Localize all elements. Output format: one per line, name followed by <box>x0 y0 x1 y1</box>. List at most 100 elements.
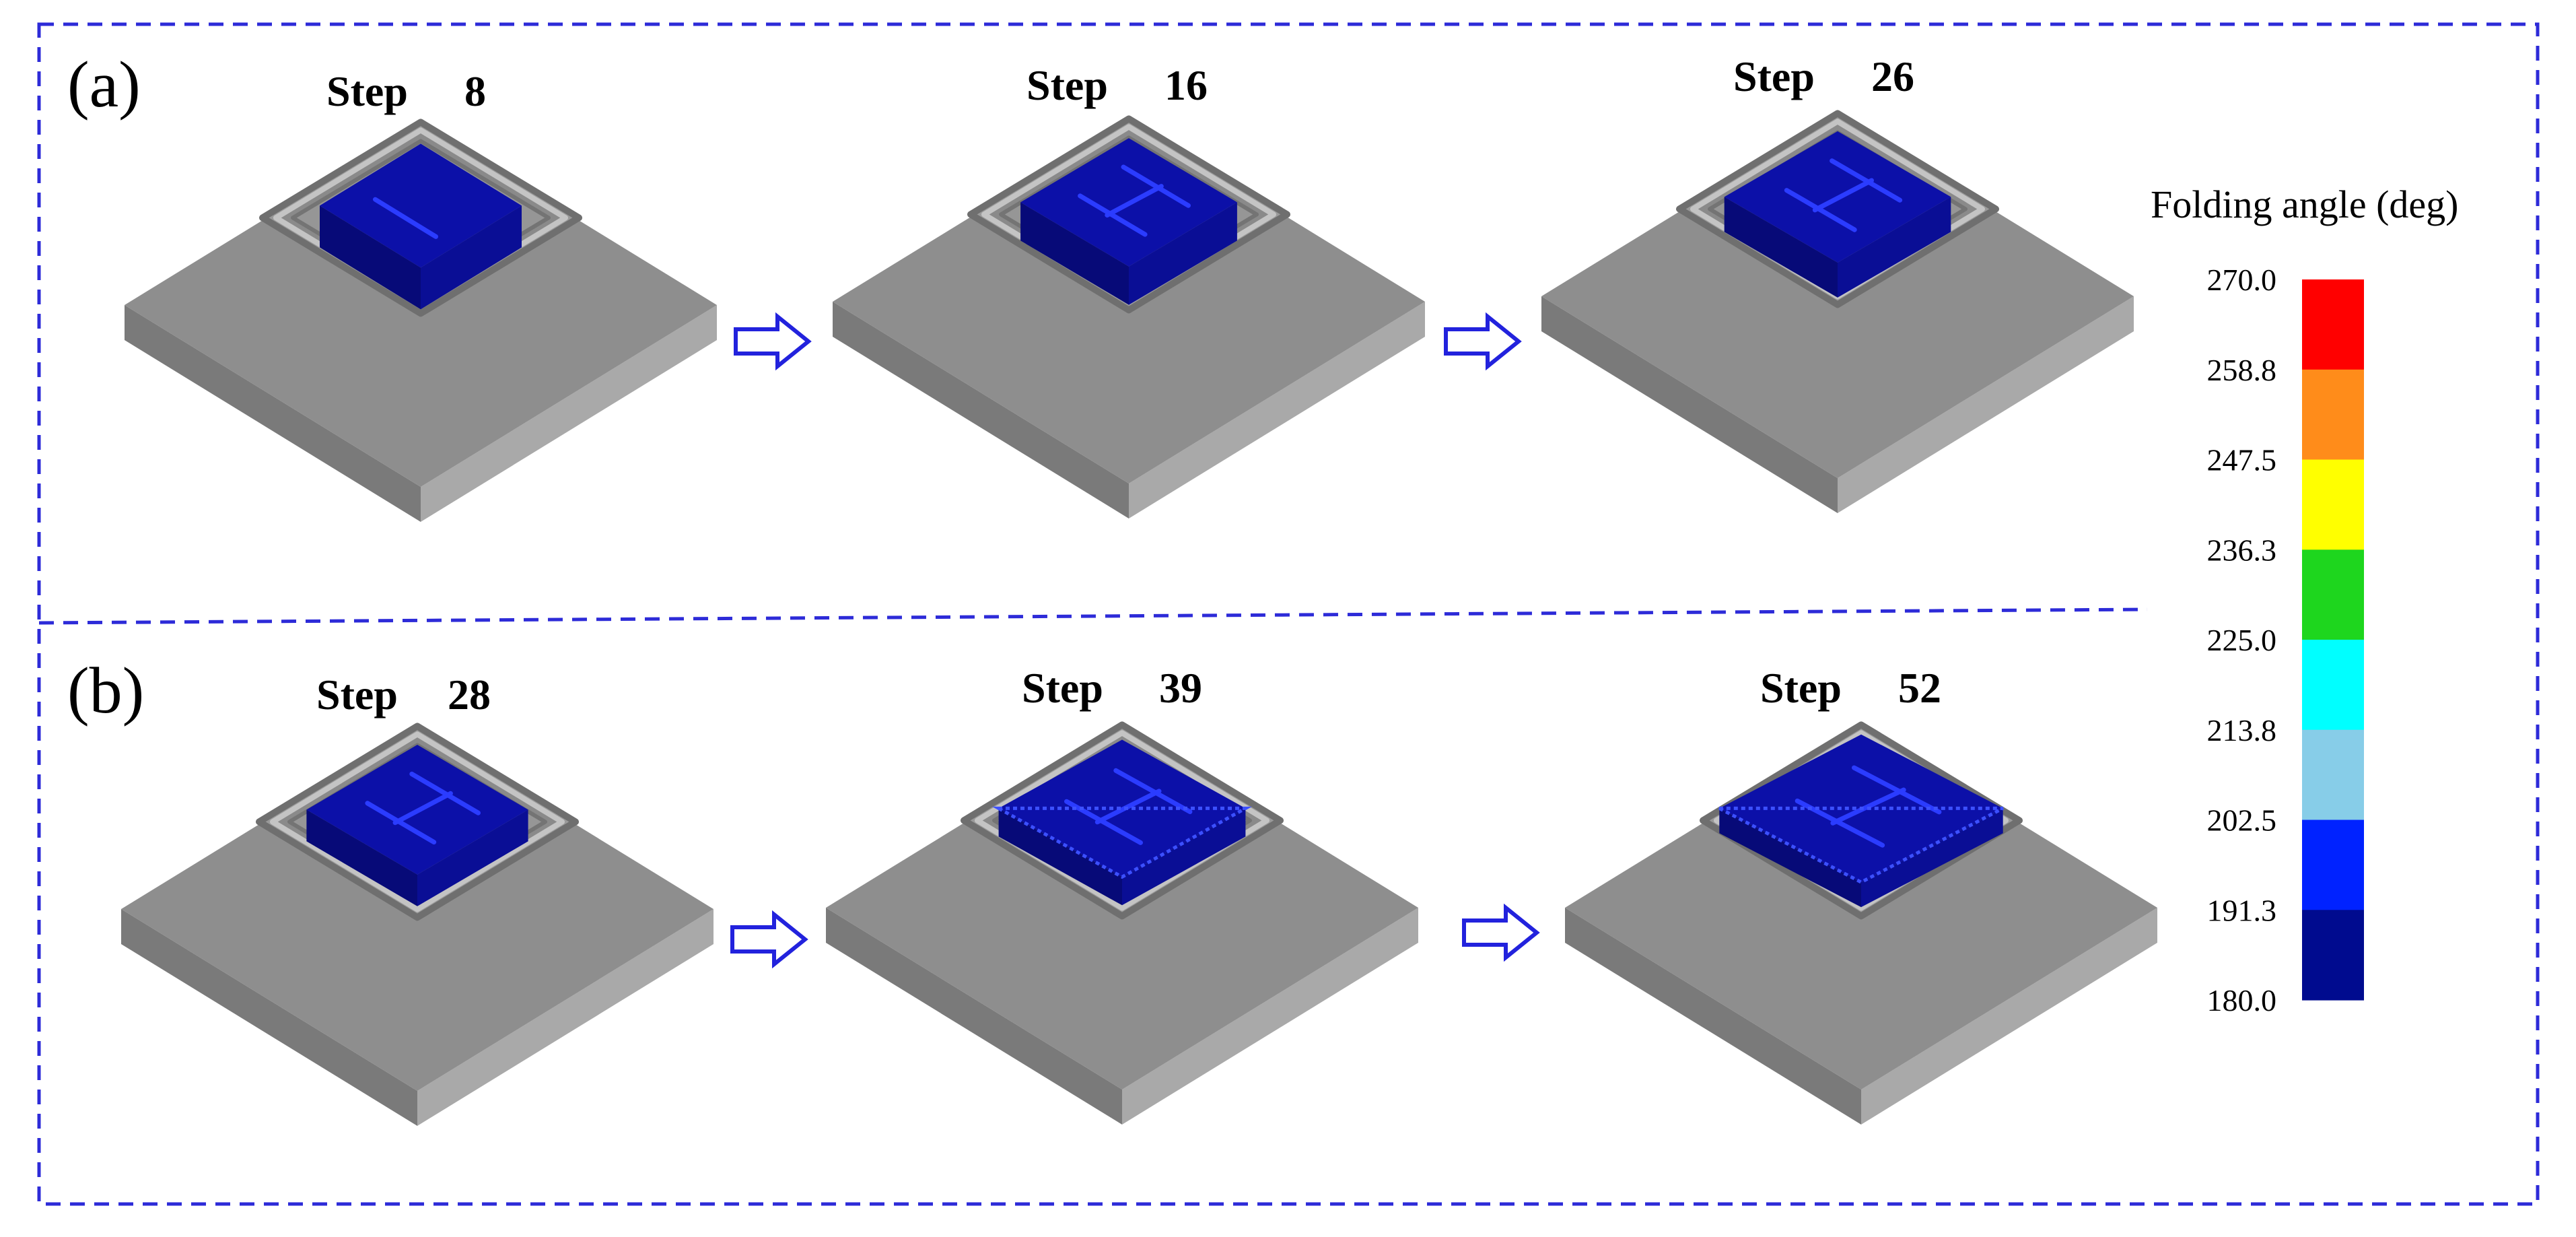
legend-color-band <box>2302 729 2364 821</box>
plate-left-face <box>826 908 1122 1125</box>
plate-left-face <box>1541 296 1838 513</box>
legend-tick-label: 236.3 <box>2207 533 2277 567</box>
right-arrow-icon <box>730 910 808 969</box>
step-title-b3: Step 52 <box>1760 664 1941 712</box>
fold-crease <box>1113 768 1193 814</box>
model-side-right <box>1838 197 1951 298</box>
fold-crease <box>1094 789 1162 825</box>
legend-color-band <box>2302 910 2364 1001</box>
fold-crease <box>1852 765 1942 815</box>
folded-model <box>320 143 522 310</box>
legend-tick-label: 180.0 <box>2207 983 2277 1017</box>
plate-right-face <box>1129 302 1425 519</box>
snapshot-3 <box>1541 110 2134 513</box>
folded-model <box>306 745 528 906</box>
fold-crease <box>1830 158 1903 203</box>
fold-crease <box>1812 178 1874 213</box>
plate-left-face <box>833 302 1129 519</box>
model-side-left <box>1719 808 1861 908</box>
legend-tick-label: 258.8 <box>2207 353 2277 387</box>
folded-model <box>1718 734 2004 908</box>
model-side-left <box>306 809 417 906</box>
model-side-right <box>1861 808 2003 908</box>
plate-right-face <box>421 305 717 522</box>
model-side-right <box>1122 808 1246 906</box>
legend-tick-label: 213.8 <box>2207 713 2277 747</box>
snapshot-2 <box>833 115 1425 519</box>
fold-crease <box>1105 184 1164 218</box>
step-title-a3: Step 26 <box>1733 53 1914 100</box>
fold-crease <box>1064 799 1143 845</box>
plate-right-face <box>1122 908 1418 1125</box>
legend-tick-label: 225.0 <box>2207 623 2277 657</box>
model-edge-highlight <box>991 806 1253 879</box>
model-side-right <box>417 809 528 906</box>
fold-crease <box>373 197 438 239</box>
model-top <box>320 143 522 268</box>
plate-right-face <box>417 909 713 1126</box>
step-word: Step <box>316 671 398 718</box>
step-number: 39 <box>1159 664 1202 712</box>
legend-color-band <box>2302 459 2364 550</box>
folded-model <box>991 739 1253 906</box>
fold-crease <box>1830 787 1906 826</box>
panel-separator <box>38 607 2148 625</box>
fold-crease <box>1784 188 1857 232</box>
legend-tick-label: 202.5 <box>2207 803 2277 838</box>
plate-right-face <box>1861 908 2157 1125</box>
folded-model <box>1020 138 1237 305</box>
plate-right-face <box>1838 296 2134 513</box>
legend-tick-label: 270.0 <box>2207 263 2277 297</box>
legend-color-band <box>2302 549 2364 640</box>
step-number: 28 <box>448 671 491 718</box>
legend-color-band <box>2302 279 2364 370</box>
step-title-b2: Step 39 <box>1022 664 1202 712</box>
folded-model <box>1724 131 1951 298</box>
step-number: 8 <box>464 67 486 115</box>
legend-color-bar <box>2302 279 2364 1001</box>
step-word: Step <box>326 67 408 115</box>
step-title-b1: Step 28 <box>316 671 491 718</box>
model-edge-highlight <box>1718 806 2004 884</box>
fold-crease <box>1078 193 1148 237</box>
step-title-a2: Step 16 <box>1026 61 1208 109</box>
panel-a-label: (a) <box>67 48 141 121</box>
legend-title: Folding angle (deg) <box>2151 182 2458 226</box>
step-number: 26 <box>1871 53 1914 100</box>
step-word: Step <box>1026 61 1108 109</box>
model-side-left <box>320 205 421 310</box>
model-side-left <box>1020 202 1129 305</box>
legend-tick-label: 247.5 <box>2207 443 2277 477</box>
step-word: Step <box>1733 53 1815 100</box>
step-word: Step <box>1760 664 1842 712</box>
transition-arrows <box>730 312 1540 969</box>
fold-crease <box>409 771 481 815</box>
color-legend: Folding angle (deg) 270.0 258.8 247.5 236.3… <box>2151 182 2458 1017</box>
legend-color-band <box>2302 820 2364 910</box>
snapshot-5 <box>826 721 1418 1125</box>
right-arrow-icon <box>1462 903 1540 962</box>
legend-tick-labels: 270.0 258.8 247.5 236.3 225.0 213.8 202.5 191.3… <box>2207 263 2277 1017</box>
right-arrow-icon <box>1444 312 1522 371</box>
model-side-left <box>1724 197 1838 298</box>
simulation-snapshots <box>121 110 2157 1126</box>
outer-dashed-frame <box>37 22 2540 1206</box>
step-word: Step <box>1022 664 1103 712</box>
fold-crease <box>1121 164 1191 208</box>
panel-b-label: (b) <box>67 655 144 727</box>
model-side-right <box>1129 202 1237 305</box>
step-number: 52 <box>1898 664 1941 712</box>
snapshot-1 <box>125 119 717 522</box>
model-side-left <box>998 808 1122 906</box>
plate-left-face <box>1565 908 1861 1125</box>
plate-left-face <box>125 305 421 522</box>
fold-crease <box>392 791 453 826</box>
model-side-right <box>421 205 522 310</box>
legend-tick-label: 191.3 <box>2207 893 2277 927</box>
snapshot-4 <box>121 723 713 1126</box>
fold-crease <box>365 801 437 845</box>
snapshot-6 <box>1565 721 2157 1125</box>
legend-color-band <box>2302 640 2364 731</box>
legend-color-band <box>2302 369 2364 461</box>
